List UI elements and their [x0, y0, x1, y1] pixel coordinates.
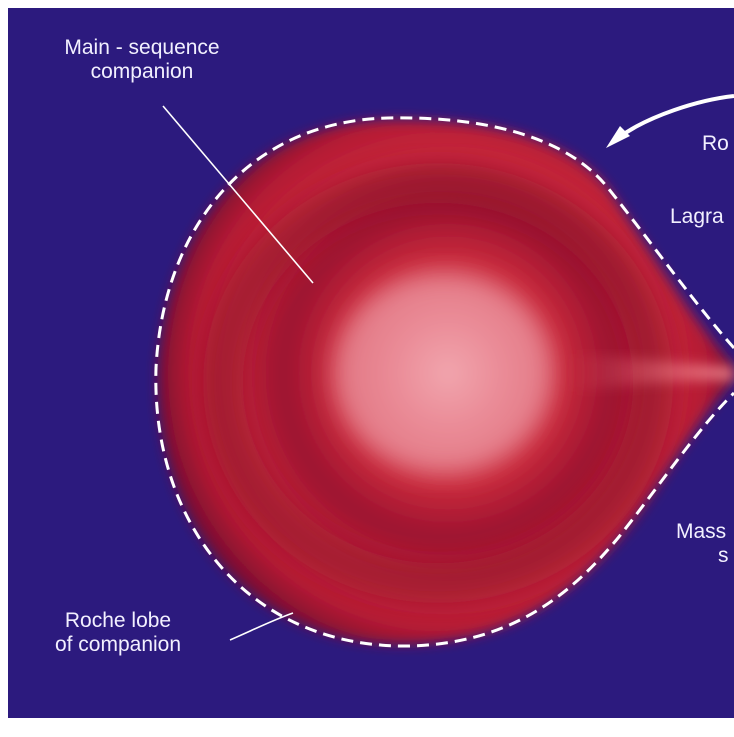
lagrangian-label-partial: Lagra [670, 205, 724, 229]
main-sequence-label-line2: companion [32, 60, 252, 84]
star-core-glow [333, 273, 553, 473]
roche-lobe-label: Roche lobe of companion [28, 609, 208, 657]
main-sequence-label-line1: Main - sequence [32, 36, 252, 60]
diagram-frame: Main - sequence companion Roche lobe of … [8, 8, 734, 718]
roche-lobe-label-line1: Roche lobe [28, 609, 208, 633]
main-sequence-label: Main - sequence companion [32, 36, 252, 84]
roche-lobe-label-line2: of companion [28, 633, 208, 657]
rotation-label-partial: Ro [702, 132, 729, 156]
mass-label-line2: s [676, 544, 729, 568]
roche-lobe-leader [230, 613, 293, 640]
rotation-arrowhead [606, 126, 630, 148]
mass-label-line1: Mass [676, 520, 729, 544]
mass-label-partial: Mass s [676, 520, 729, 568]
